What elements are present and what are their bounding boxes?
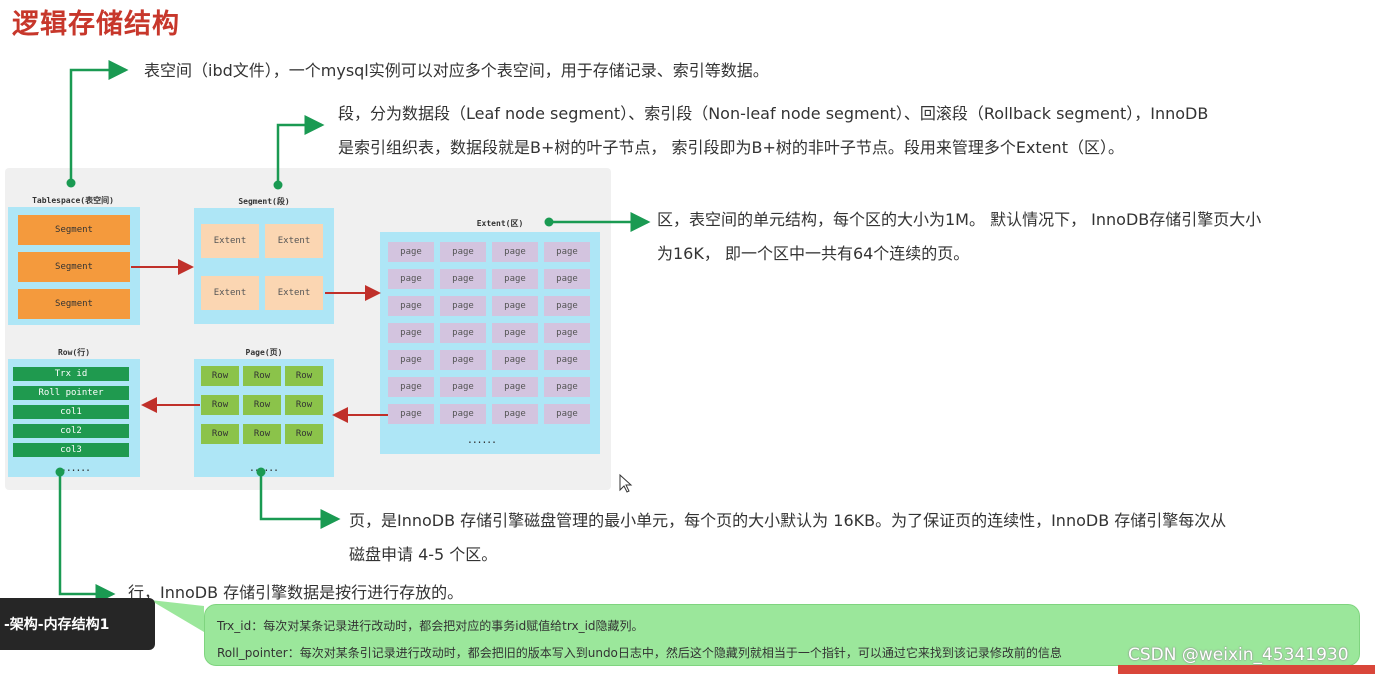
row-dot <box>55 467 65 477</box>
segment-description-line1: 段，分为数据段（Leaf node segment）、索引段（Non-leaf … <box>338 104 1209 123</box>
tooltip-line-roll-pointer: Roll_pointer：每次对某条引记录进行改动时，都会把旧的版本写入到und… <box>217 646 1062 660</box>
extent-block: Extent <box>201 276 259 310</box>
page-connector <box>259 472 341 529</box>
row-label: Row(行) <box>57 348 91 357</box>
page-cell: page <box>440 242 486 262</box>
page-cell: page <box>492 269 538 289</box>
page-cell: page <box>388 377 434 397</box>
page-cell: page <box>492 323 538 343</box>
extent-description-line2: 为16K， 即一个区中一共有64个连续的页。 <box>657 244 970 263</box>
page-cell: page <box>440 269 486 289</box>
tooltip-line-trx-id: Trx_id：每次对某条记录进行改动时，都会把对应的事务id赋值给trx_id隐… <box>217 619 644 633</box>
page-cell: page <box>492 242 538 262</box>
page-cell: page <box>440 404 486 424</box>
extent-dot <box>544 217 554 227</box>
page-cell: page <box>388 404 434 424</box>
segment-description-line2: 是索引组织表，数据段就是B+树的叶子节点， 索引段即为B+树的非叶子节点。段用来… <box>338 138 1124 157</box>
row-field-col3: col3 <box>13 443 129 457</box>
row-fields-more: ...... <box>62 460 91 474</box>
bottom-red-bar <box>1118 665 1375 674</box>
page-cell: page <box>492 296 538 316</box>
page-cell: page <box>544 404 590 424</box>
page-cell: page <box>544 350 590 370</box>
segment-block: Segment <box>18 289 130 319</box>
page-cell: page <box>440 323 486 343</box>
page-more: ...... <box>468 432 497 446</box>
tablespace-label: Tablespace(表空间) <box>32 196 114 205</box>
page-row-cell: Row <box>243 395 281 415</box>
extent-block: Extent <box>265 224 323 258</box>
page-row-cell: Row <box>201 424 239 444</box>
page-dot <box>256 467 266 477</box>
row-field-roll-pointer: Roll pointer <box>13 386 129 400</box>
page-cell: page <box>492 404 538 424</box>
page-cell: page <box>492 350 538 370</box>
page-row-cell: Row <box>201 395 239 415</box>
page-label: Page(页) <box>245 348 283 357</box>
tooltip-pointer <box>150 600 204 632</box>
watermark: CSDN @weixin_45341930 <box>1128 645 1349 665</box>
video-chapter-tooltip[interactable]: -架构-内存结构1 <box>0 598 155 650</box>
page-cell: page <box>544 296 590 316</box>
page-cell: page <box>388 242 434 262</box>
row-connector <box>58 472 116 604</box>
page-row-cell: Row <box>243 424 281 444</box>
page-row-cell: Row <box>201 366 239 386</box>
page-description-line2: 磁盘申请 4-5 个区。 <box>349 545 498 564</box>
page-cell: page <box>544 377 590 397</box>
page-cell: page <box>440 350 486 370</box>
tablespace-description: 表空间（ibd文件），一个mysql实例可以对应多个表空间，用于存储记录、索引等… <box>144 61 769 80</box>
segment-dot <box>273 180 283 190</box>
tablespace-dot <box>66 178 76 188</box>
row-description: 行，InnoDB 存储引擎数据是按行进行存放的。 <box>128 583 464 602</box>
page-cell: page <box>388 296 434 316</box>
mouse-cursor-icon <box>619 473 633 493</box>
segment-block: Segment <box>18 215 130 245</box>
extent-block: Extent <box>265 276 323 310</box>
page-row-cell: Row <box>285 424 323 444</box>
page-cell: page <box>544 323 590 343</box>
page-title: 逻辑存储结构 <box>12 9 180 40</box>
page-cell: page <box>388 269 434 289</box>
extent-label: Extent(区) <box>476 219 524 228</box>
row-field-col1: col1 <box>13 405 129 419</box>
row-field-trx-id: Trx id <box>13 367 129 381</box>
page-cell: page <box>388 350 434 370</box>
page-description-line1: 页，是InnoDB 存储引擎磁盘管理的最小单元，每个页的大小默认为 16KB。为… <box>349 511 1227 530</box>
page-cell: page <box>440 296 486 316</box>
segment-connector <box>276 115 325 185</box>
tablespace-connector <box>69 60 129 183</box>
page-cell: page <box>440 377 486 397</box>
page-row-cell: Row <box>243 366 281 386</box>
page-cell: page <box>388 323 434 343</box>
row-field-col2: col2 <box>13 424 129 438</box>
page-grid: page page page page page page page page page page… <box>388 242 596 432</box>
page-cell: page <box>544 242 590 262</box>
extent-description-line1: 区，表空间的单元结构，每个区的大小为1M。 默认情况下， InnoDB存储引擎页… <box>657 210 1262 229</box>
extent-block: Extent <box>201 224 259 258</box>
segment-block: Segment <box>18 252 130 282</box>
hover-tooltip: Trx_id：每次对某条记录进行改动时，都会把对应的事务id赋值给trx_id隐… <box>204 604 1360 666</box>
segment-label: Segment(段) <box>238 197 290 206</box>
page-row-cell: Row <box>285 395 323 415</box>
page-row-cell: Row <box>285 366 323 386</box>
page-cell: page <box>544 269 590 289</box>
page-cell: page <box>492 377 538 397</box>
